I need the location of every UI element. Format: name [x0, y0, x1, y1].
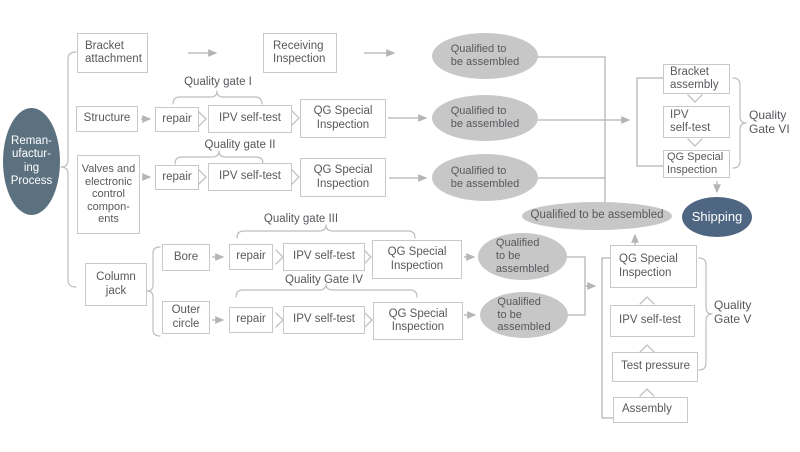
- ellipse-qualified-row2: Qualified to be assembled: [432, 95, 538, 141]
- node-ipv-bore: IPV self-test: [283, 243, 365, 271]
- node-ipv-valves: IPV self-test: [208, 163, 292, 191]
- node-qg-special-bore: QG Special Inspection: [372, 240, 462, 279]
- brace-quality-gate-2: [174, 150, 264, 165]
- node-repair-outer: repair: [229, 307, 273, 333]
- label-quality-gate-2: Quality gate II: [204, 139, 276, 151]
- label-quality-gate-1: Quality gate I: [184, 76, 252, 88]
- label-quality-gate-4: Quality Gate IV: [285, 274, 363, 286]
- node-assembly: Assembly: [613, 397, 688, 423]
- process-ellipse: Reman- ufactur- ing Process: [3, 108, 60, 215]
- shipping-ellipse: Shipping: [682, 197, 752, 237]
- chevron-repair1-ipv1: [198, 111, 207, 127]
- line-bore-outer-merge: [566, 256, 586, 316]
- chevron-ipv4-qg4: [364, 312, 373, 328]
- node-valves: Valves and electronic control compon- en…: [77, 155, 140, 234]
- chevron-down-bracket-ipv: [687, 94, 703, 103]
- ellipse-qualified-row1: Qualified to be assembled: [432, 33, 538, 79]
- chevron-ipv2-qg2: [291, 169, 300, 185]
- node-test-pressure: Test pressure: [612, 352, 698, 382]
- node-qg-special-structure: QG Special Inspection: [300, 99, 386, 138]
- ellipse-qualified-row3: Qualified to be assembled: [432, 154, 538, 201]
- node-receiving-inspection: Receiving Inspection: [263, 33, 337, 73]
- node-outer-circle: Outer circle: [162, 301, 210, 334]
- bracket-gate-v: [601, 257, 613, 419]
- brace-quality-gate-6: [732, 77, 747, 169]
- node-qg-special-gate-v: QG Special Inspection: [610, 245, 697, 288]
- label-quality-gate-3: Quality gate III: [263, 213, 339, 225]
- node-bracket-assembly: Bracket assembly: [663, 64, 730, 94]
- node-ipv-outer: IPV self-test: [283, 306, 365, 334]
- node-repair-valves: repair: [155, 165, 199, 190]
- chevron-up-assembly-test: [639, 388, 655, 397]
- chevron-ipv3-qg3: [363, 249, 372, 265]
- brace-column-jack: [146, 246, 161, 337]
- node-bracket-attachment: Bracket attachment: [77, 33, 148, 73]
- brace-quality-gate-1: [172, 90, 263, 105]
- brace-process-branches: [60, 51, 77, 288]
- node-bore: Bore: [162, 244, 210, 271]
- ellipse-qualified-outer: Qualified to be assembled: [480, 292, 568, 338]
- node-ipv-structure: IPV self-test: [208, 105, 292, 133]
- chevron-up-test-ipv: [639, 344, 655, 353]
- node-repair-structure: repair: [155, 107, 199, 132]
- label-quality-gate-5: Quality Gate V: [714, 298, 752, 326]
- node-ipv-gate-vi: IPV self-test: [663, 106, 730, 138]
- node-ipv-gate-v: IPV self-test: [610, 305, 695, 337]
- ellipse-qualified-final: Qualified to be assembled: [522, 202, 672, 230]
- plain-connectors: [538, 56, 663, 419]
- line-collector-vertical: [538, 56, 606, 203]
- node-structure: Structure: [76, 106, 138, 132]
- brace-quality-gate-5: [698, 257, 713, 371]
- chevron-up-ipv-qg: [639, 296, 655, 305]
- bracket-gate-vi: [636, 77, 663, 167]
- node-column-jack: Column jack: [85, 263, 147, 306]
- node-qg-special-outer: QG Special Inspection: [373, 302, 463, 340]
- braces: [60, 51, 747, 371]
- chevron-ipv1-qg1: [291, 110, 300, 126]
- node-repair-bore: repair: [229, 244, 273, 270]
- node-qg-special-gate-vi: QG Special Inspection: [663, 150, 730, 178]
- brace-quality-gate-3: [236, 224, 416, 239]
- flow-arrows: [141, 49, 721, 324]
- ellipse-qualified-bore: Qualified to be assembled: [478, 233, 567, 280]
- chevron-repair2-ipv2: [198, 169, 207, 185]
- brace-quality-gate-4: [235, 283, 418, 298]
- chevron-repair3-ipv3: [275, 249, 284, 265]
- node-qg-special-valves: QG Special Inspection: [300, 158, 386, 197]
- label-quality-gate-6: Quality Gate VI: [749, 108, 790, 136]
- chevron-down-ipv-qg: [687, 138, 703, 147]
- chevron-repair4-ipv4: [275, 312, 284, 328]
